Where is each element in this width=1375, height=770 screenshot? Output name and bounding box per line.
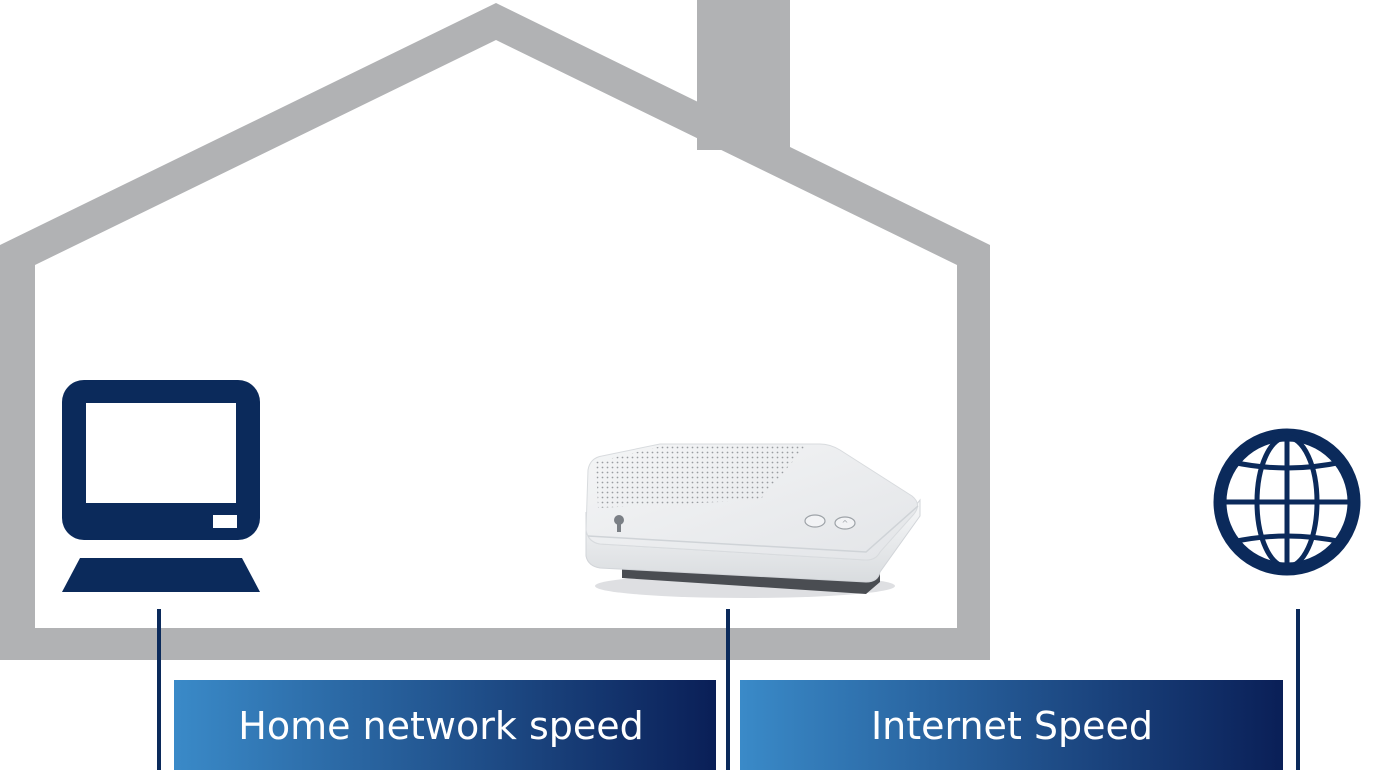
router-grill: [596, 446, 806, 508]
home-network-speed-bar: Home network speed: [174, 680, 716, 770]
monitor-screen: [86, 403, 236, 503]
internet-speed-bar: Internet Speed: [740, 680, 1283, 770]
internet-speed-label: Internet Speed: [871, 704, 1153, 748]
globe-icon: [1213, 428, 1361, 576]
computer-monitor-icon: [62, 380, 260, 592]
router-button-symbol: ^: [842, 519, 849, 528]
connector-lines: [157, 609, 1300, 770]
home-network-speed-label: Home network speed: [238, 704, 644, 748]
house-outline: [0, 0, 990, 660]
router-button-left: [804, 514, 826, 528]
router-button-right: [834, 516, 856, 530]
monitor-keyboard: [62, 558, 260, 592]
router-seam: [587, 505, 919, 553]
router-logo-icon: [614, 515, 624, 532]
router-icon: ^: [585, 443, 921, 598]
monitor-power-light: [213, 515, 237, 528]
